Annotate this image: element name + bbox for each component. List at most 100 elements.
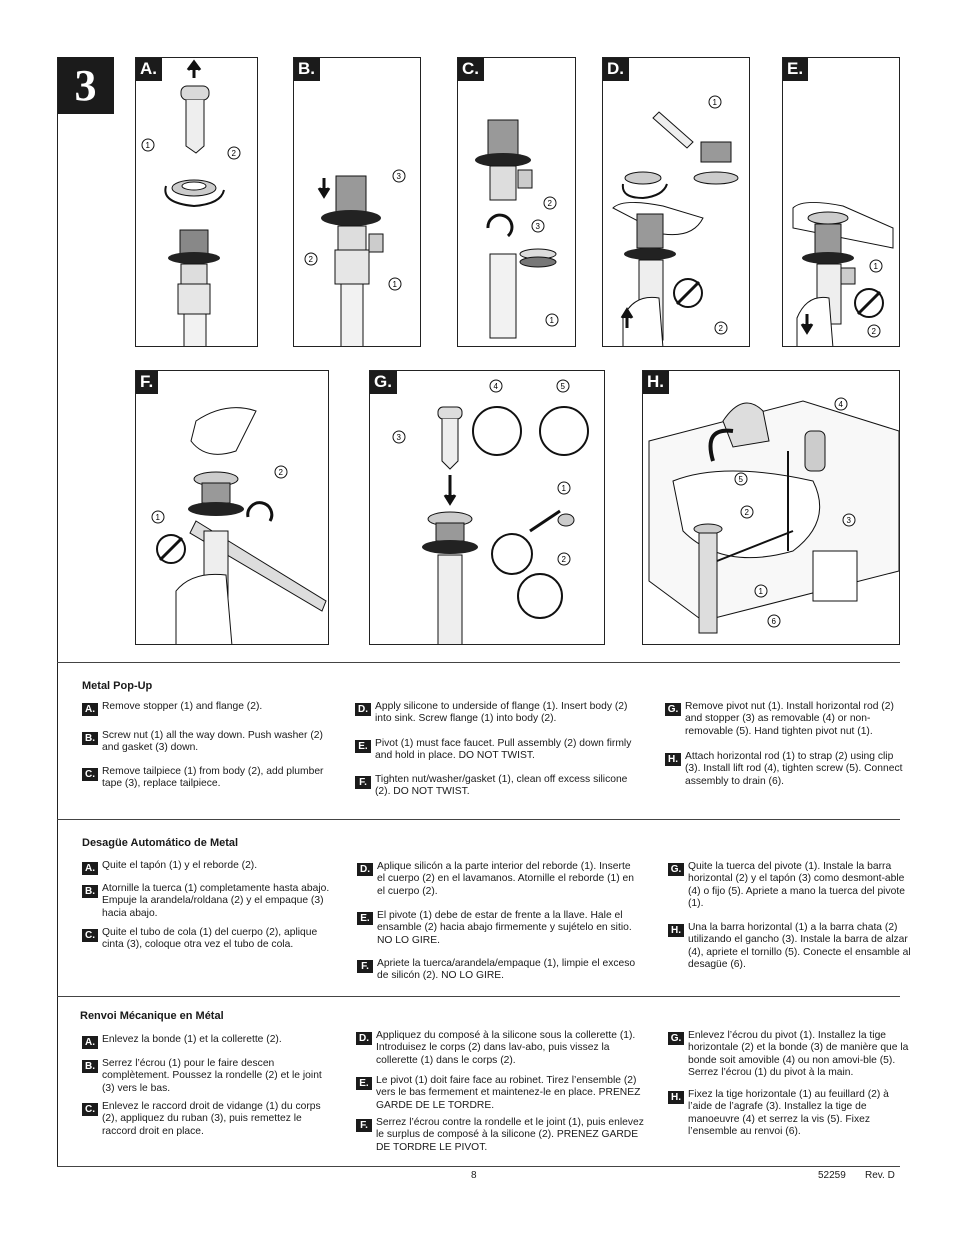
section-title-spanish: Desagüe Automático de Metal xyxy=(82,837,239,849)
step-badge: D. xyxy=(357,863,373,876)
instruction-text: Screw nut (1) all the way down. Push was… xyxy=(102,730,323,754)
instruction-text: Attach horizontal rod (1) to strap (2) u… xyxy=(685,751,903,787)
step-badge: E. xyxy=(355,740,371,753)
instruction-text: Remove tailpiece (1) from body (2), add … xyxy=(102,766,324,790)
svg-text:5: 5 xyxy=(739,475,744,484)
svg-text:1: 1 xyxy=(874,262,879,271)
instruction-fr-f: F. Serrez l’écrou contre la rondelle et … xyxy=(356,1117,646,1154)
panel-e-label: E. xyxy=(783,58,809,81)
section-divider xyxy=(57,996,900,997)
svg-text:3: 3 xyxy=(397,172,402,181)
instruction-es-e: E. El pivote (1) debe de estar de frente… xyxy=(357,910,639,947)
step-badge: E. xyxy=(356,1077,372,1090)
svg-text:2: 2 xyxy=(872,327,877,336)
svg-text:1: 1 xyxy=(759,587,764,596)
step-badge: C. xyxy=(82,929,98,942)
step-badge: C. xyxy=(82,1103,98,1116)
instruction-text: Serrez l’écrou contre la rondelle et le … xyxy=(376,1117,644,1153)
instruction-fr-h: H. Fixez la tige horizontale (1) au feui… xyxy=(668,1089,913,1138)
instruction-en-e: E. Pivot (1) must face faucet. Pull asse… xyxy=(355,738,637,763)
instruction-text: Fixez la tige horizontale (1) au feuilla… xyxy=(688,1089,889,1137)
section-title-english: Metal Pop-Up xyxy=(82,680,153,692)
panel-d-label: D. xyxy=(603,58,629,81)
panel-f-label: F. xyxy=(136,371,159,394)
instruction-text: Atornille la tuerca (1) completamente ha… xyxy=(102,883,330,919)
instruction-fr-a: A. Enlevez la bonde (1) et la collerette… xyxy=(82,1034,332,1049)
instruction-es-b: B. Atornille la tuerca (1) completamente… xyxy=(82,883,332,920)
left-rule xyxy=(57,57,58,1167)
panel-f: 2 1 F. xyxy=(135,370,329,645)
panel-e: 1 2 E. xyxy=(782,57,900,347)
step-badge: A. xyxy=(82,862,98,875)
panel-c-illustration: 2 3 1 xyxy=(475,119,559,339)
instruction-fr-e: E. Le pivot (1) doit faire face au robin… xyxy=(356,1075,646,1112)
instruction-text: Serrez l’écrou (1) pour le faire descen … xyxy=(102,1058,322,1094)
instruction-text: Remove stopper (1) and flange (2). xyxy=(102,701,263,712)
svg-text:2: 2 xyxy=(279,468,284,477)
step-badge: D. xyxy=(356,1032,372,1045)
panel-c-label: C. xyxy=(458,58,484,81)
instruction-fr-c: C. Enlevez le raccord droit de vidange (… xyxy=(82,1101,332,1138)
svg-text:2: 2 xyxy=(232,149,237,158)
panel-d: 1 2 D. xyxy=(602,57,750,347)
instruction-fr-d: D. Appliquez du composé à la silicone so… xyxy=(356,1030,646,1067)
step-badge: F. xyxy=(356,1119,372,1132)
instruction-text: Apply silicone to underside of flange (1… xyxy=(375,701,628,725)
panel-g-label: G. xyxy=(370,371,397,394)
svg-text:3: 3 xyxy=(847,516,852,525)
instruction-en-b: B. Screw nut (1) all the way down. Push … xyxy=(82,730,332,755)
step-badge: B. xyxy=(82,1060,98,1073)
step-badge: D. xyxy=(355,703,371,716)
step-badge: A. xyxy=(82,1036,98,1049)
svg-text:2: 2 xyxy=(562,555,567,564)
panel-a: 1 2 A. xyxy=(135,57,258,347)
instruction-es-a: A. Quite el tapón (1) y el reborde (2). xyxy=(82,860,332,875)
svg-text:1: 1 xyxy=(713,98,718,107)
panel-f-illustration: 2 1 xyxy=(151,407,327,644)
svg-text:4: 4 xyxy=(494,382,499,391)
instruction-text: Tighten nut/washer/gasket (1), clean off… xyxy=(375,774,628,798)
instruction-text: Enlevez l’écrou du pivot (1). Installez … xyxy=(688,1030,909,1078)
svg-text:1: 1 xyxy=(156,513,161,522)
instruction-en-a: A. Remove stopper (1) and flange (2). xyxy=(82,701,332,716)
step-badge: G. xyxy=(668,1032,684,1045)
instruction-text: Enlevez la bonde (1) et la collerette (2… xyxy=(102,1034,282,1045)
instruction-en-h: H. Attach horizontal rod (1) to strap (2… xyxy=(665,751,910,788)
svg-text:2: 2 xyxy=(548,199,553,208)
svg-text:1: 1 xyxy=(550,316,555,325)
section-divider xyxy=(57,819,900,820)
svg-text:2: 2 xyxy=(309,255,314,264)
panel-h: 4 5 2 3 1 6 H. xyxy=(642,370,900,645)
svg-text:1: 1 xyxy=(146,141,151,150)
panel-h-illustration: 4 5 2 3 1 6 xyxy=(648,397,899,634)
instruction-text: Aplique silicón a la parte interior del … xyxy=(377,861,634,897)
instruction-fr-b: B. Serrez l’écrou (1) pour le faire desc… xyxy=(82,1058,332,1095)
instruction-text: Le pivot (1) doit faire face au robinet.… xyxy=(376,1075,641,1111)
instruction-en-f: F. Tighten nut/washer/gasket (1), clean … xyxy=(355,774,637,799)
step-badge: F. xyxy=(355,776,371,789)
step-badge: H. xyxy=(668,924,684,937)
svg-text:2: 2 xyxy=(745,508,750,517)
svg-text:5: 5 xyxy=(561,382,566,391)
instruction-en-c: C. Remove tailpiece (1) from body (2), a… xyxy=(82,766,332,791)
panel-c: 2 3 1 C. xyxy=(457,57,576,347)
instruction-en-g: G. Remove pivot nut (1). Install horizon… xyxy=(665,701,910,738)
instruction-text: Una la barra horizontal (1) a la barra c… xyxy=(688,922,911,970)
instruction-text: Remove pivot nut (1). Install horizontal… xyxy=(685,701,894,737)
step-badge: B. xyxy=(82,732,98,745)
panel-d-illustration: 1 2 xyxy=(612,95,739,346)
footer-divider xyxy=(57,1166,900,1167)
svg-text:6: 6 xyxy=(772,617,777,626)
panel-b-label: B. xyxy=(294,58,320,81)
step-badge: G. xyxy=(665,703,681,716)
instruction-es-f: F. Apriete la tuerca/arandela/empaque (1… xyxy=(357,958,639,983)
step-badge: H. xyxy=(665,753,681,766)
instruction-fr-g: G. Enlevez l’écrou du pivot (1). Install… xyxy=(668,1030,913,1079)
instruction-es-d: D. Aplique silicón a la parte interior d… xyxy=(357,861,639,898)
panel-b: 3 2 1 B. xyxy=(293,57,421,347)
step-badge: G. xyxy=(668,863,684,876)
instruction-en-d: D. Apply silicone to underside of flange… xyxy=(355,701,637,726)
instruction-text: Quite el tubo de cola (1) del cuerpo (2)… xyxy=(102,927,318,951)
step-badge: C. xyxy=(82,768,98,781)
page-number: 8 xyxy=(471,1170,477,1181)
